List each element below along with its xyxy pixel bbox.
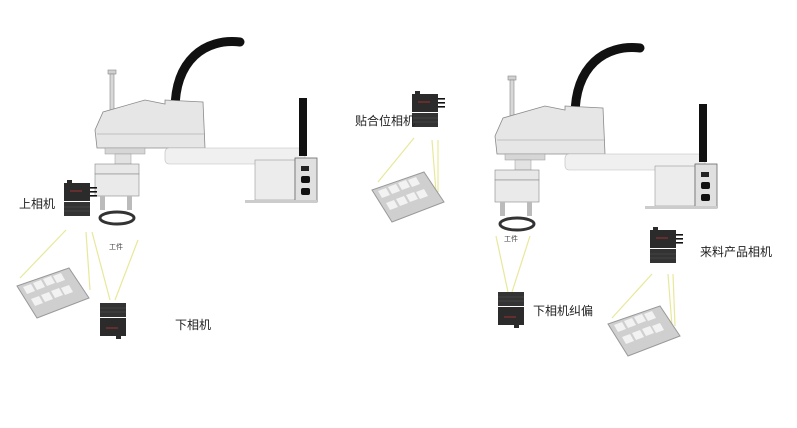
left-lower-camera: [99, 302, 127, 340]
left-light-beams: [19, 229, 139, 301]
left-workpiece-label: 工件: [109, 243, 123, 251]
left-tray: [16, 267, 90, 319]
bonding-camera-label: 贴合位相机: [355, 114, 416, 128]
incoming-tray: [607, 305, 681, 357]
bonding-light-beams: [377, 137, 439, 193]
right-workpiece-label: 工件: [504, 235, 518, 243]
lower-correction-beams: [495, 235, 531, 293]
lower-correction-camera: [497, 291, 525, 329]
bonding-position-camera: [411, 90, 446, 128]
incoming-product-camera-label: 来料产品相机: [700, 245, 773, 259]
right-scara-robot: [495, 48, 717, 230]
lower-camera-correction-label: 下相机纠偏: [533, 304, 594, 318]
upper-camera-label: 上相机: [19, 197, 56, 211]
left-scara-robot: [95, 42, 317, 224]
incoming-product-camera: [649, 226, 684, 264]
incoming-light-beams: [611, 273, 676, 327]
bonding-tray: [371, 171, 445, 223]
lower-camera-label: 下相机: [175, 318, 212, 332]
left-upper-camera: [63, 179, 98, 217]
